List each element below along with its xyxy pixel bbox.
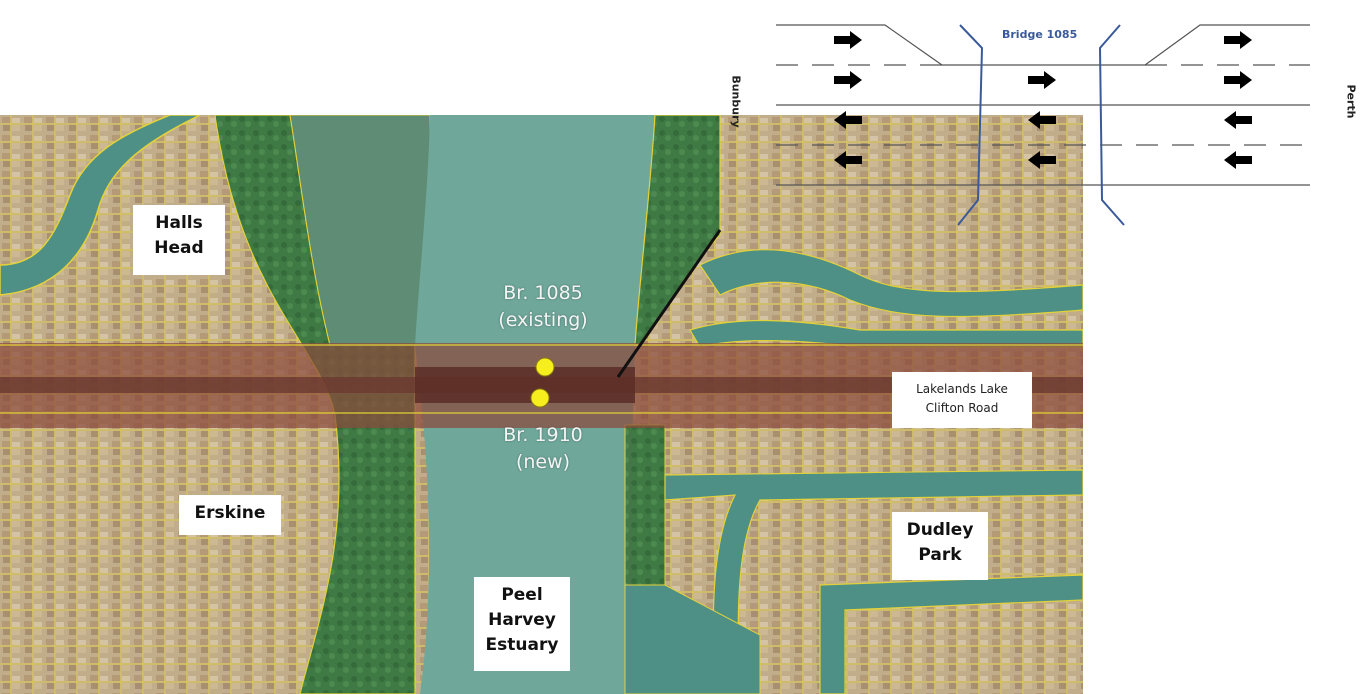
- aerial-map: Halls Head Erskine Dudley Park Peel Harv…: [0, 115, 1083, 694]
- lane-arrow-east: [1224, 71, 1252, 89]
- east-canal-north: [699, 249, 1083, 318]
- lane-arrow-west: [834, 111, 862, 129]
- lane-arrow-east: [834, 71, 862, 89]
- dudley-park-canal-2: [819, 574, 1083, 694]
- bridge-diagram-title: Bridge 1085: [1002, 28, 1078, 41]
- lane-arrow-west: [834, 151, 862, 169]
- bridge-1910-label: Br. 1910 (new): [503, 424, 583, 473]
- east-vegetation-south: [624, 424, 666, 586]
- bridge-1085-label: Br. 1085 (existing): [498, 282, 588, 331]
- bunbury-label: Bunbury: [729, 75, 743, 128]
- bridge-1085-marker[interactable]: [535, 357, 555, 377]
- bridge-west-abutment: [957, 24, 984, 226]
- lane-arrow-west: [1224, 151, 1252, 169]
- top-edge-left: [776, 24, 1310, 66]
- suburb-label-peel-harvey-estuary: Peel Harvey Estuary: [474, 577, 570, 671]
- halls-head-canal: [0, 115, 201, 296]
- callout-line: [616, 229, 722, 378]
- lane-diagram: Bridge 1085 Bunbury Perth: [720, 0, 1369, 240]
- lane-arrow-east: [1028, 71, 1056, 89]
- bridge-deck: [415, 367, 635, 403]
- lane-arrow-west: [1224, 111, 1252, 129]
- bridge-1910-marker[interactable]: [530, 388, 550, 408]
- lane-arrow-west: [1028, 111, 1056, 129]
- bridge-east-abutment: [1098, 24, 1125, 226]
- lane-arrow-east: [1224, 31, 1252, 49]
- dudley-park-canal: [664, 469, 1083, 694]
- lane-diagram-canvas: [776, 24, 1310, 226]
- road-label: Lakelands Lake Clifton Road: [892, 372, 1032, 428]
- lane-arrow-east: [834, 31, 862, 49]
- suburb-label-halls-head: Halls Head: [133, 205, 225, 275]
- perth-label: Perth: [1344, 84, 1358, 119]
- south-channel: [624, 584, 761, 694]
- lane-arrow-west: [1028, 151, 1056, 169]
- east-canal-lower: [689, 319, 1083, 348]
- suburb-label-erskine: Erskine: [179, 495, 281, 535]
- suburb-label-dudley-park: Dudley Park: [892, 512, 988, 580]
